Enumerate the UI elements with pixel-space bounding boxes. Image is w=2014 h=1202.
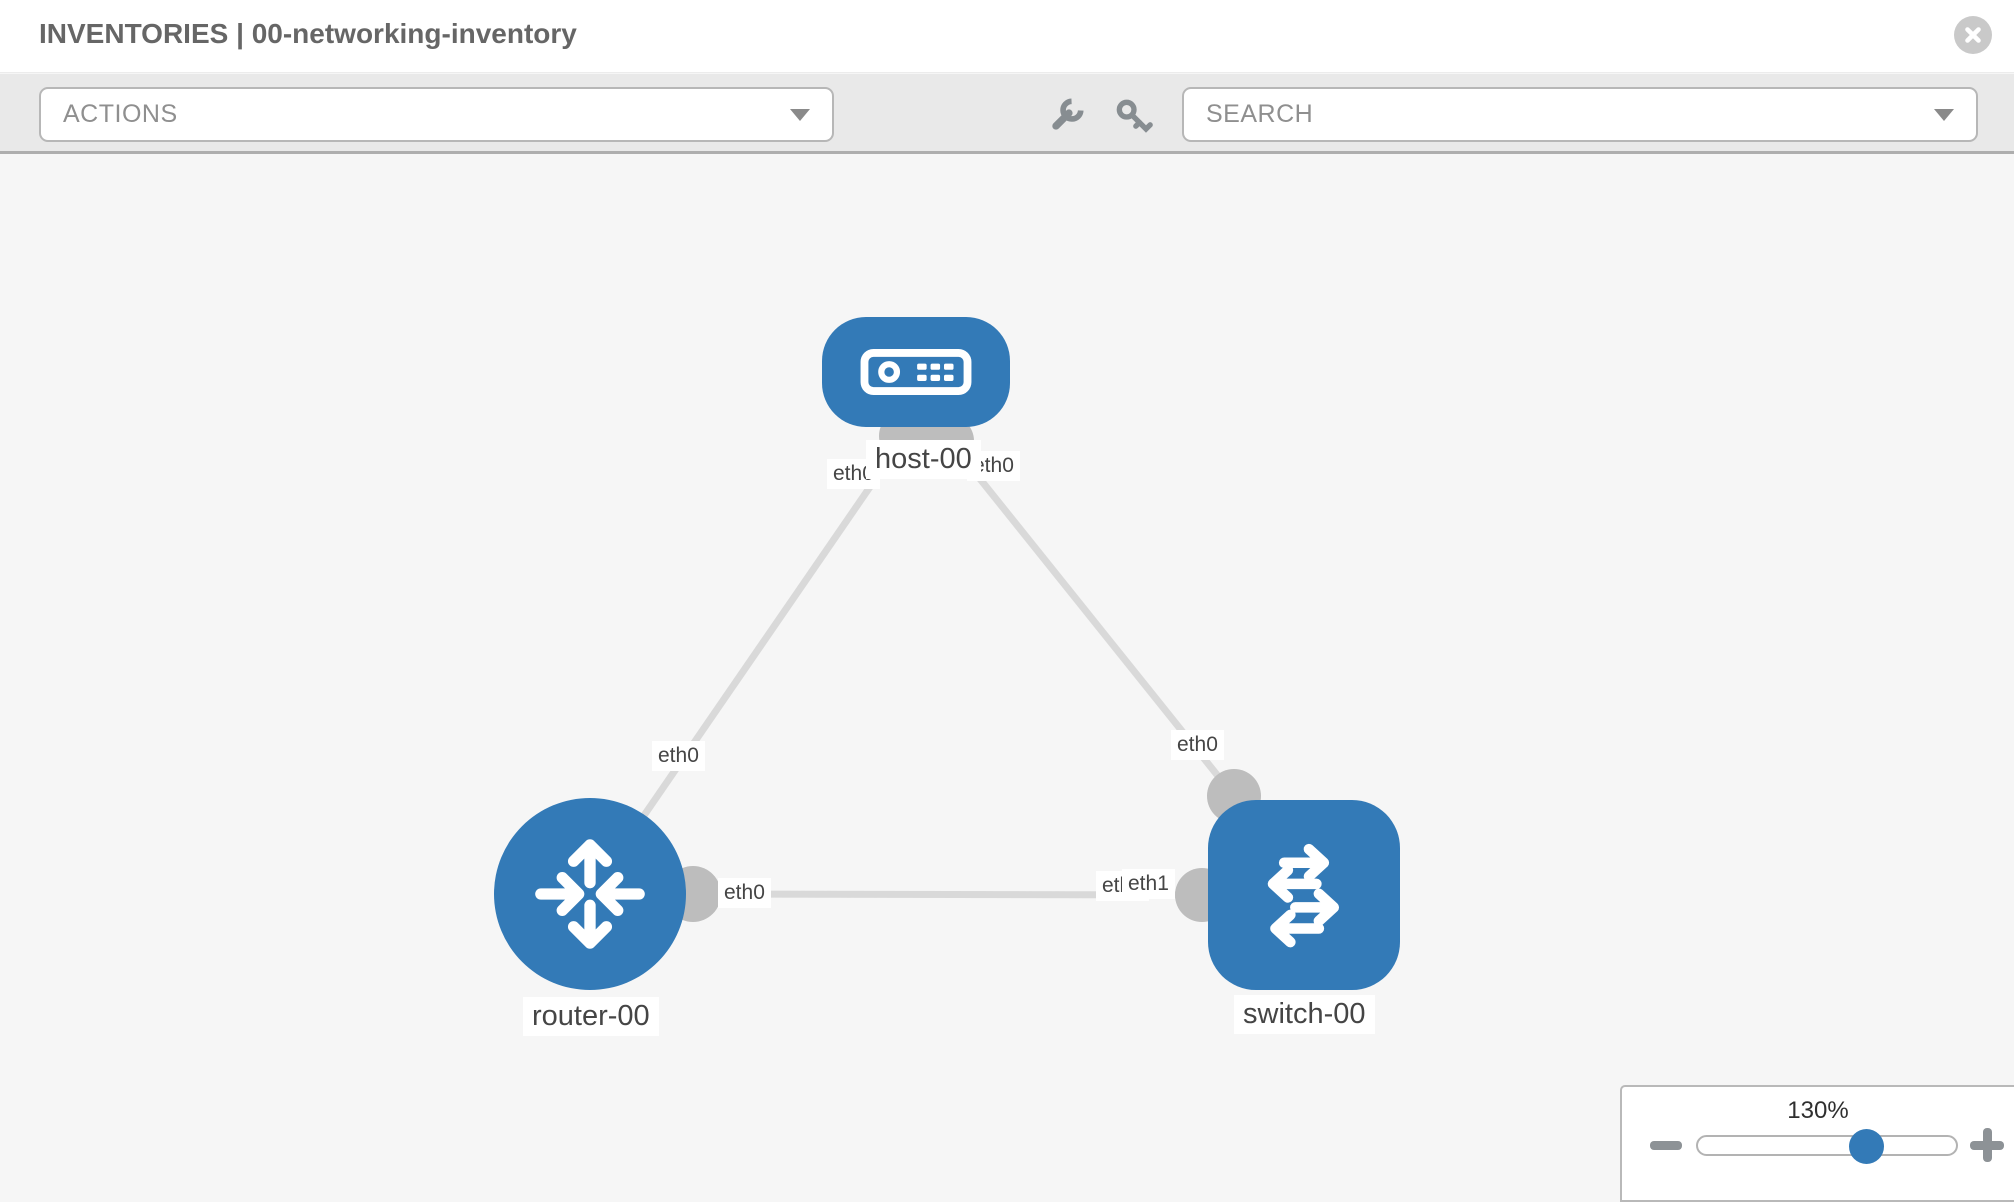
node-router-00[interactable] [494,798,686,990]
search-dropdown-label: SEARCH [1206,100,1314,128]
close-icon [1965,27,1981,43]
topology-links [587,434,1237,899]
zoom-level: 130% [1787,1097,1849,1124]
iface-label: eth1 [1122,869,1175,899]
zoom-out-button[interactable] [1650,1141,1682,1150]
credentials-button[interactable] [1113,96,1153,136]
iface-label: eth0 [718,878,771,908]
search-dropdown[interactable]: SEARCH [1182,87,1978,142]
node-label-switch: switch-00 [1234,995,1375,1034]
host-icon [860,349,972,395]
plus-icon [1983,1128,1992,1162]
page-title: INVENTORIES | 00-networking-inventory [39,18,577,49]
close-button[interactable] [1954,16,1992,54]
zoom-slider[interactable] [1696,1129,1958,1164]
switch-icon [1267,843,1340,948]
key-icon [1116,99,1153,133]
node-switch-00[interactable] [1208,800,1400,990]
zoom-in-button[interactable] [1970,1128,2004,1162]
iface-label: eth0 [1171,730,1224,760]
actions-dropdown-label: ACTIONS [63,100,178,128]
chevron-down-icon [790,108,810,121]
router-icon [535,839,645,949]
zoom-panel: 130% [1620,1085,2014,1202]
node-label-router: router-00 [523,997,659,1036]
node-host-00[interactable] [822,317,1010,427]
wrench-icon [1052,98,1084,130]
node-label-host: host-00 [866,440,981,479]
configure-button[interactable] [1046,96,1086,136]
chevron-down-icon [1934,108,1954,121]
iface-label: eth0 [652,741,705,771]
toolbar: ACTIONS SEARCH [0,74,2014,154]
header: INVENTORIES | 00-networking-inventory [0,0,2014,73]
topology-canvas[interactable]: eth0 eth0 eth0 eth0 eth0 eth0 eth1 host-… [0,157,2014,1202]
zoom-slider-thumb[interactable] [1849,1129,1884,1164]
actions-dropdown[interactable]: ACTIONS [39,87,834,142]
